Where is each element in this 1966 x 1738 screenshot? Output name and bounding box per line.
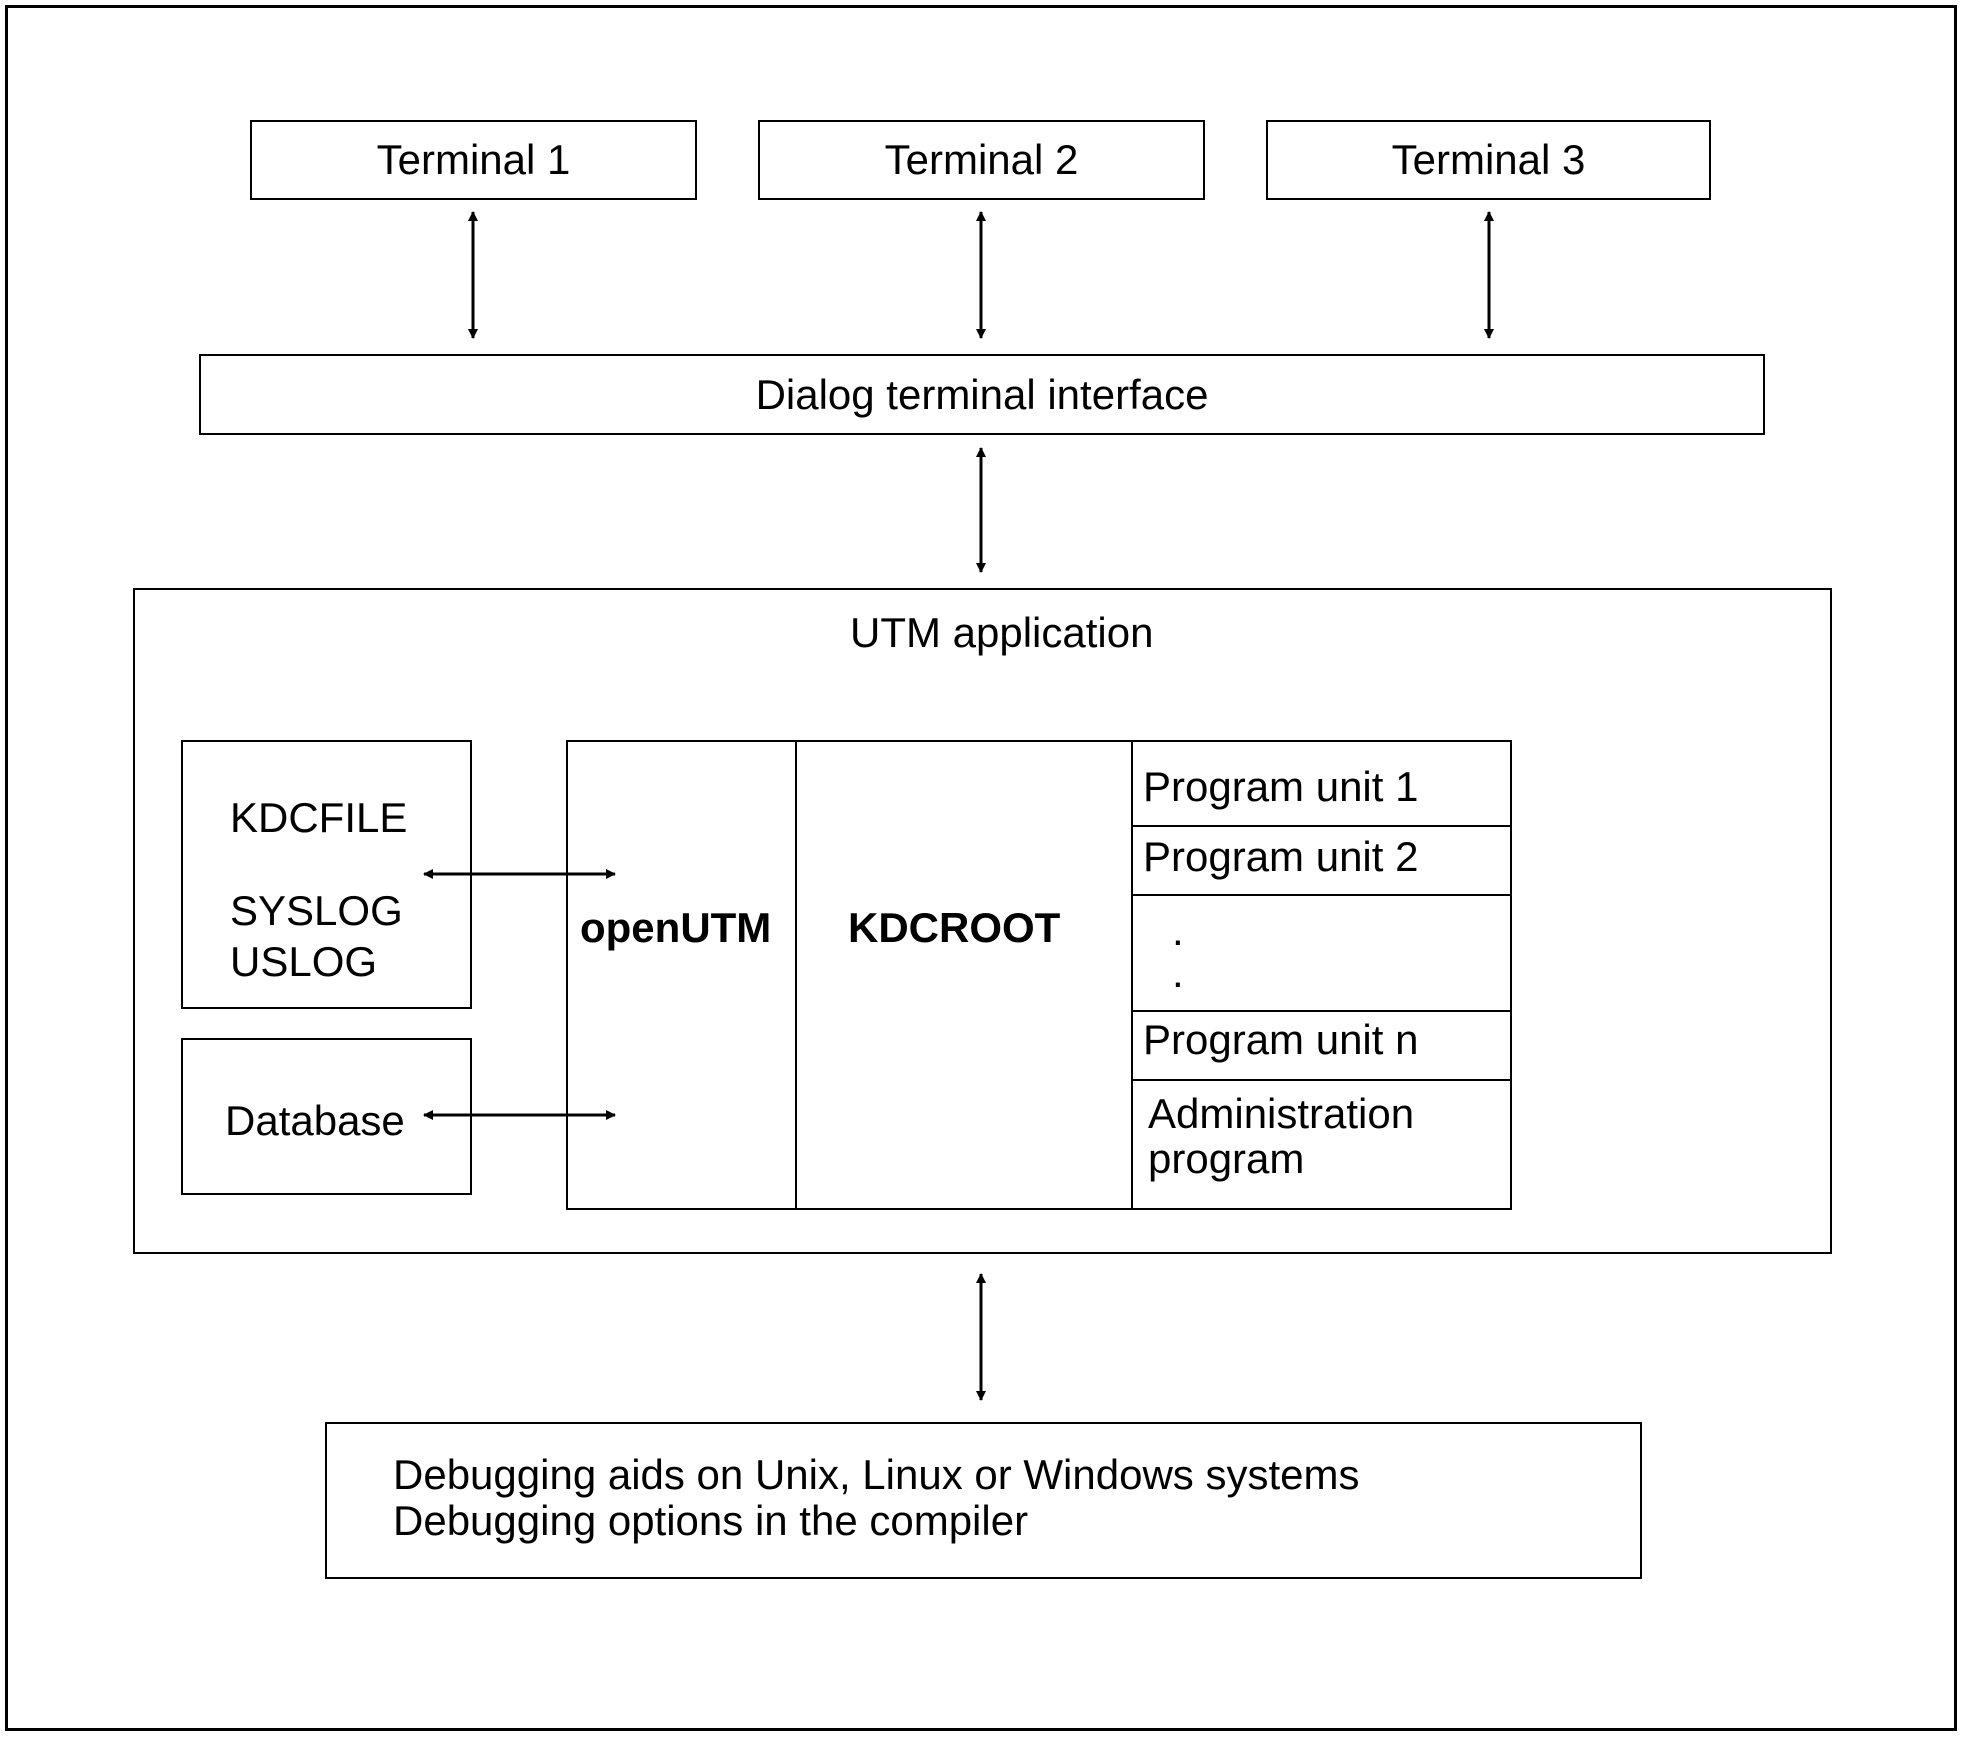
debugging-options-label: Debugging options in the compiler xyxy=(393,1497,1029,1544)
program-unit-1-label: Program unit 1 xyxy=(1143,763,1419,810)
program-unit-separator-3 xyxy=(1131,1010,1511,1012)
program-unit-separator-4 xyxy=(1131,1079,1511,1081)
program-unit-ellipsis-2: . xyxy=(1172,949,1184,996)
openutm-label: openUTM xyxy=(580,904,772,951)
kdcroot-divider xyxy=(1131,742,1133,1208)
database-label: Database xyxy=(225,1097,405,1144)
program-unit-separator-1 xyxy=(1131,825,1511,827)
utm-core-box: openUTM KDCROOT Program unit 1 Program u… xyxy=(566,740,1512,1210)
program-unit-ellipsis-1: . xyxy=(1172,907,1184,954)
diagram-frame xyxy=(5,5,1957,1731)
syslog-label: SYSLOG xyxy=(230,887,403,934)
kdcroot-label: KDCROOT xyxy=(848,904,1061,951)
terminal-3-box: Terminal 3 xyxy=(1266,120,1711,200)
uslog-label: USLOG xyxy=(230,938,378,985)
administration-program-label-line1: Administration xyxy=(1148,1090,1415,1137)
openutm-divider xyxy=(795,742,797,1208)
kdcfile-label: KDCFILE xyxy=(230,794,408,841)
terminal-1-box: Terminal 1 xyxy=(250,120,697,200)
terminal-2-label: Terminal 2 xyxy=(884,136,1079,183)
program-unit-n-label: Program unit n xyxy=(1143,1016,1419,1063)
terminal-3-label: Terminal 3 xyxy=(1391,136,1586,183)
utm-application-title: UTM application xyxy=(850,609,1154,656)
terminal-2-box: Terminal 2 xyxy=(758,120,1205,200)
program-unit-2-label: Program unit 2 xyxy=(1143,833,1419,880)
dialog-terminal-interface-label: Dialog terminal interface xyxy=(755,370,1209,418)
administration-program-label-line2: program xyxy=(1148,1135,1305,1182)
program-unit-separator-2 xyxy=(1131,894,1511,896)
debugging-box: Debugging aids on Unix, Linux or Windows… xyxy=(325,1422,1642,1579)
terminal-1-label: Terminal 1 xyxy=(376,136,571,183)
debugging-aids-label: Debugging aids on Unix, Linux or Windows… xyxy=(393,1451,1360,1498)
dialog-terminal-interface-box: Dialog terminal interface xyxy=(199,354,1765,435)
kdcfile-box: KDCFILE SYSLOG USLOG xyxy=(181,740,472,1009)
